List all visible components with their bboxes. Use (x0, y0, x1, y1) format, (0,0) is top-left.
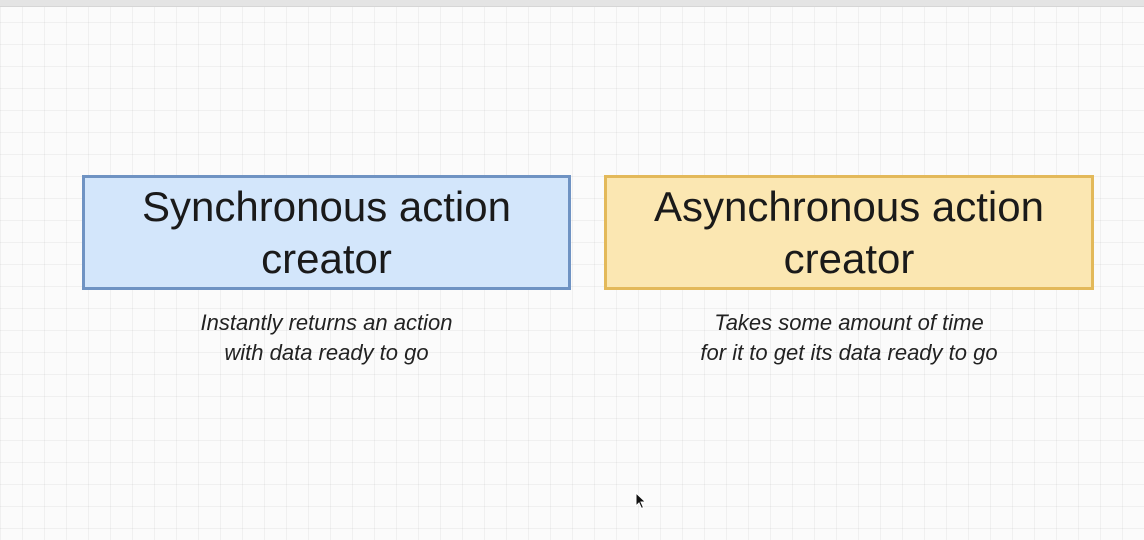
window-top-edge (0, 0, 1144, 7)
synchronous-caption-line-1: Instantly returns an action (200, 310, 453, 335)
synchronous-caption-line-2: with data ready to go (224, 340, 429, 365)
synchronous-caption: Instantly returns an action with data re… (82, 308, 571, 368)
synchronous-title-line-1: Synchronous action (142, 182, 511, 230)
asynchronous-caption-line-2: for it to get its data ready to go (700, 340, 998, 365)
asynchronous-caption-line-1: Takes some amount of time (714, 310, 984, 335)
synchronous-action-creator-box: Synchronous action creator (82, 175, 571, 290)
asynchronous-caption: Takes some amount of time for it to get … (604, 308, 1094, 368)
asynchronous-title-line-1: Asynchronous action (654, 182, 1044, 230)
asynchronous-action-creator-box: Asynchronous action creator (604, 175, 1094, 290)
mouse-pointer-icon (635, 492, 647, 510)
synchronous-title-line-2: creator (261, 234, 392, 282)
asynchronous-title-line-2: creator (783, 234, 915, 282)
